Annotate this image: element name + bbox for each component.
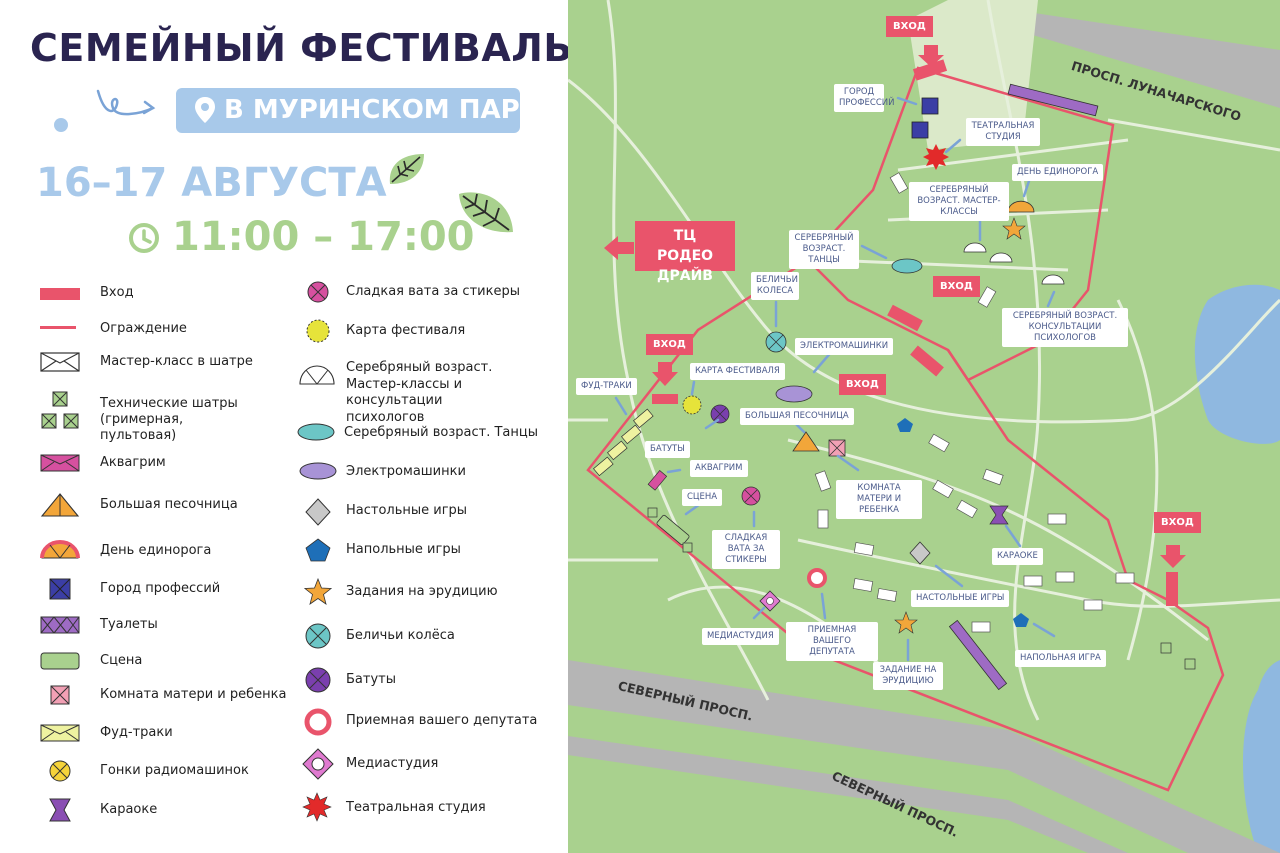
legend-professions: Город профессий bbox=[40, 578, 280, 600]
legend-electric-cars: Электромашинки bbox=[298, 461, 554, 483]
decor-dot bbox=[54, 118, 68, 132]
legend-cotton-candy: Сладкая вата за стикеры bbox=[304, 280, 554, 304]
legend-floor-games: Напольные игры bbox=[304, 538, 554, 562]
map-label-batuty: БАТУТЫ bbox=[645, 441, 690, 458]
park-map[interactable]: ВХОД ВХОД ВХОД ВХОД ВХОД ПРОСП. ЛУНАЧАРС… bbox=[568, 0, 1280, 853]
electric-cars-ellipse-icon bbox=[299, 462, 337, 480]
food-truck-icon bbox=[40, 724, 80, 742]
legend-stage: Сцена bbox=[40, 652, 280, 672]
festival-time: 11:00 – 17:00 bbox=[172, 214, 475, 260]
map-label-karta: КАРТА ФЕСТИВАЛЯ bbox=[690, 363, 785, 380]
legend-trampolines: Батуты bbox=[304, 666, 554, 694]
legend-toilets: Туалеты bbox=[40, 616, 280, 636]
map-label-akvagrim: АКВАГРИМ bbox=[690, 460, 748, 477]
legend-food-trucks: Фуд-траки bbox=[40, 724, 280, 744]
theatre-studio-icon bbox=[302, 792, 332, 822]
legend-sandbox: Большая песочница bbox=[40, 492, 280, 518]
map-label-belichi: БЕЛИЧЬИ КОЛЕСА bbox=[751, 272, 799, 300]
festival-dates: 16–17 АВГУСТА bbox=[36, 160, 387, 206]
legend-entrance: Вход bbox=[40, 284, 280, 304]
legend-panel: СЕМЕЙНЫЙ ФЕСТИВАЛЬ В МУРИНСКОМ ПАРКЕ 16–… bbox=[0, 0, 572, 853]
professions-square-icon bbox=[49, 578, 71, 600]
legend-mother-room: Комната матери и ребенка bbox=[40, 684, 286, 706]
map-label-priemnaya: ПРИЕМНАЯ ВАШЕГО ДЕПУТАТА bbox=[786, 622, 878, 661]
map-label-edinorog: ДЕНЬ ЕДИНОРОГА bbox=[1012, 164, 1104, 181]
map-label-serebr-mk: СЕРЕБРЯНЫЙ ВОЗРАСТ. МАСТЕР-КЛАССЫ bbox=[909, 182, 1009, 221]
legend-deputy: Приемная вашего депутата bbox=[304, 708, 554, 736]
entrance-label: ВХОД bbox=[933, 276, 980, 297]
map-label-vata: СЛАДКАЯ ВАТА ЗА СТИКЕРЫ bbox=[712, 530, 780, 569]
place-text: В МУРИНСКОМ ПАРКЕ bbox=[224, 95, 559, 125]
legend-silver-masterclass: Серебряный возраст. Мастер-классы и конс… bbox=[298, 358, 554, 425]
triangle-sandbox-icon bbox=[40, 493, 80, 517]
silver-age-dome-icon bbox=[299, 365, 335, 385]
map-label-gorod: ГОРОД ПРОФЕССИЙ bbox=[834, 84, 894, 112]
leaf-icon bbox=[389, 154, 424, 184]
location-pin-icon bbox=[195, 97, 215, 123]
tc-rodeo-drive-sign: ТЦ РОДЕО ДРАЙВ bbox=[635, 221, 735, 284]
legend-unicorn: День единорога bbox=[40, 540, 280, 562]
map-label-serebr-psy: СЕРЕБРЯНЫЙ ВОЗРАСТ. КОНСУЛЬТАЦИИ ПСИХОЛО… bbox=[1002, 308, 1128, 347]
toilets-icon bbox=[40, 616, 80, 634]
map-label-scena: СЦЕНА bbox=[682, 489, 723, 506]
legend-karaoke: Караоке bbox=[40, 798, 280, 822]
silver-dance-ellipse-icon bbox=[297, 423, 335, 441]
legend-face-paint: Аквагрим bbox=[40, 454, 280, 474]
map-background bbox=[568, 0, 1280, 853]
face-paint-icon bbox=[40, 454, 80, 472]
unicorn-half-circle-icon bbox=[40, 540, 80, 559]
mother-child-room-icon bbox=[50, 685, 70, 705]
entrance-label: ВХОД bbox=[886, 16, 933, 37]
map-label-elektro: ЭЛЕКТРОМАШИНКИ bbox=[795, 338, 894, 355]
technical-tents-icon bbox=[41, 391, 79, 429]
cotton-candy-icon bbox=[307, 281, 329, 303]
map-label-komnata: КОМНАТА МАТЕРИ И РЕБЕНКА bbox=[836, 480, 922, 519]
fence-line-icon bbox=[40, 326, 76, 329]
legend-media-studio: Медиастудия bbox=[302, 748, 554, 780]
legend-tech-tents: Технические шатры (гримерная, пультовая) bbox=[40, 390, 280, 443]
stage-icon bbox=[40, 652, 80, 670]
trampolines-icon bbox=[305, 667, 331, 693]
place-banner: В МУРИНСКОМ ПАРКЕ bbox=[176, 88, 559, 133]
festival-title: СЕМЕЙНЫЙ ФЕСТИВАЛЬ bbox=[30, 26, 573, 70]
festival-map-sun-icon bbox=[306, 319, 330, 343]
tent-envelope-icon bbox=[40, 352, 80, 372]
legend-theatre: Театральная студия bbox=[302, 792, 554, 824]
legend-rc-racing: Гонки радиомашинок bbox=[40, 760, 280, 782]
map-label-zadanie: ЗАДАНИЕ НА ЭРУДИЦИЮ bbox=[873, 662, 943, 690]
legend-silver-dance: Серебряный возраст. Танцы bbox=[296, 422, 554, 444]
karaoke-icon bbox=[49, 798, 71, 822]
map-label-serebr-tancy: СЕРЕБРЯНЫЙ ВОЗРАСТ. ТАНЦЫ bbox=[789, 230, 859, 269]
map-label-fud: ФУД-ТРАКИ bbox=[576, 378, 637, 395]
legend-board-games: Настольные игры bbox=[304, 498, 554, 526]
entrance-label: ВХОД bbox=[646, 334, 693, 355]
map-label-teatr: ТЕАТРАЛЬНАЯ СТУДИЯ bbox=[966, 118, 1040, 146]
clock-icon bbox=[129, 223, 159, 253]
leaf-icon bbox=[459, 192, 513, 233]
squirrel-wheels-icon bbox=[305, 623, 331, 649]
erudition-star-icon bbox=[304, 578, 332, 605]
legend-tent: Мастер-класс в шатре bbox=[40, 352, 280, 374]
map-label-media: МЕДИАСТУДИЯ bbox=[702, 628, 779, 645]
legend-fence: Ограждение bbox=[40, 320, 280, 340]
swirl-arrow-icon bbox=[96, 89, 156, 116]
deputy-reception-icon bbox=[304, 708, 332, 736]
entrance-label: ВХОД bbox=[1154, 512, 1201, 533]
map-label-napolnaya: НАПОЛЬНАЯ ИГРА bbox=[1015, 650, 1106, 667]
map-label-karaoke: КАРАОКЕ bbox=[992, 548, 1043, 565]
entrance-label: ВХОД bbox=[839, 374, 886, 395]
legend-festival-map: Карта фестиваля bbox=[304, 318, 554, 344]
map-label-pesochnica: БОЛЬШАЯ ПЕСОЧНИЦА bbox=[740, 408, 854, 425]
map-label-nastolnye: НАСТОЛЬНЫЕ ИГРЫ bbox=[911, 590, 1010, 607]
rc-racing-icon bbox=[49, 760, 71, 782]
board-games-diamond-icon bbox=[305, 498, 331, 526]
floor-games-pentagon-icon bbox=[305, 538, 331, 562]
media-studio-icon bbox=[302, 748, 334, 780]
entrance-bar-icon bbox=[40, 288, 80, 300]
legend-erudition: Задания на эрудицию bbox=[304, 578, 554, 606]
legend-squirrel-wheels: Беличьи колёса bbox=[304, 622, 554, 650]
